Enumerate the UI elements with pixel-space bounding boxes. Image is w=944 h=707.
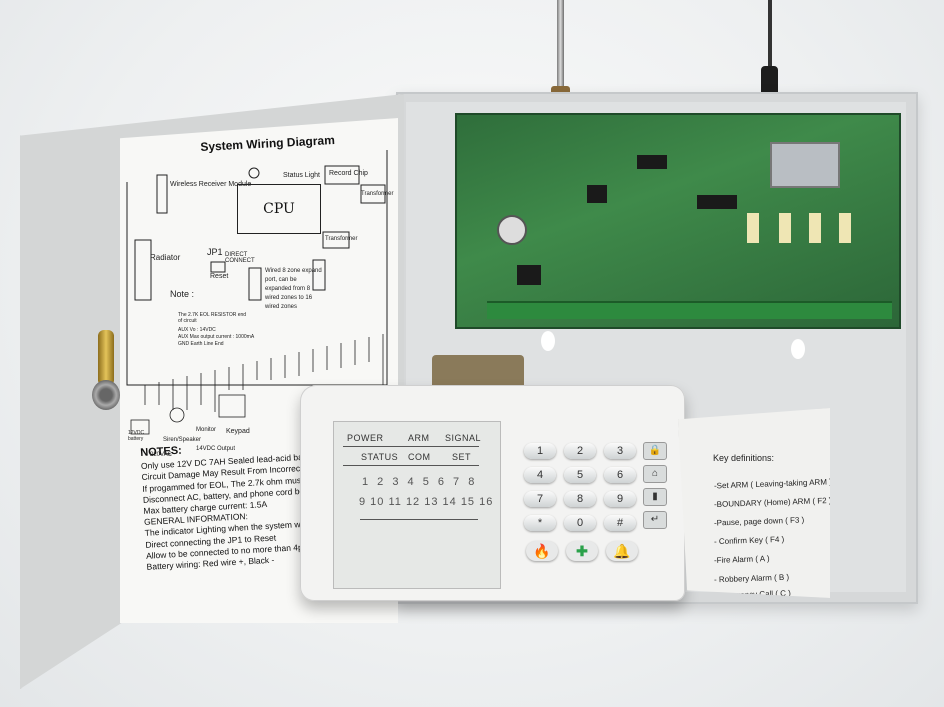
key-def-item: -BOUNDARY (Home) ARM ( F2 )	[713, 495, 832, 510]
relay	[839, 213, 851, 243]
divider	[343, 446, 479, 447]
cpu-box: CPU	[237, 184, 321, 234]
door-lock[interactable]	[90, 330, 120, 420]
cpu-chip	[587, 185, 607, 203]
status-indicator: STATUS	[361, 452, 399, 462]
key-0[interactable]: 0	[564, 515, 596, 531]
gsm-antenna	[768, 0, 772, 70]
transformer-label: Transformer	[361, 191, 394, 197]
lock-cylinder-icon	[98, 330, 114, 386]
mount-hole	[541, 331, 555, 351]
key-definitions-card	[678, 408, 830, 598]
key-5[interactable]: 5	[564, 467, 596, 483]
home-icon[interactable]: ⌂	[643, 465, 667, 483]
com-indicator: COM	[408, 452, 431, 462]
power-indicator: POWER	[347, 433, 384, 443]
bell-icon[interactable]: 🔔	[606, 541, 638, 561]
key-star[interactable]: *	[524, 515, 556, 531]
ac-label: 220VAC	[150, 452, 172, 458]
key-hash[interactable]: #	[604, 515, 636, 531]
zone-row-2: 9 10 11 12 13 14 15 16	[359, 496, 494, 508]
wireless-module-label: Wireless Receiver Module	[170, 181, 252, 188]
mount-hole	[791, 339, 805, 359]
ic-chip	[637, 155, 667, 169]
keypad-display	[333, 421, 501, 589]
jp1-label: JP1	[207, 247, 223, 257]
note-label: Note :	[170, 289, 195, 299]
set-indicator: SET	[452, 452, 472, 462]
key-definitions-list: -Set ARM ( Leaving-taking ARM ) ( F1 ) -…	[678, 408, 830, 598]
sim-slot	[770, 142, 840, 188]
lock-icon[interactable]: 🔒	[643, 442, 667, 460]
eol-note: The 2.7K EOL RESISTOR end of circuit	[178, 312, 247, 324]
key-ring-icon	[92, 380, 120, 410]
divider	[343, 465, 479, 466]
fire-icon[interactable]: 🔥	[526, 541, 558, 561]
relay	[809, 213, 821, 243]
whip-antenna	[557, 0, 564, 98]
keypad-label: Keypad	[226, 428, 250, 435]
aux-note: AUX Vo : 14VDC	[178, 327, 216, 333]
signal-indicator: SIGNAL	[445, 433, 482, 443]
radiator-label: Radiator	[150, 253, 181, 262]
key-8[interactable]: 8	[564, 491, 596, 507]
siren-label: Siren/Speaker	[163, 437, 202, 443]
divider	[360, 519, 478, 520]
ic-chip	[697, 195, 737, 209]
wiring-schematic	[126, 150, 388, 435]
zone-row-1: 1 2 3 4 5 6 7 8	[362, 476, 478, 488]
key-2[interactable]: 2	[564, 443, 596, 459]
terminal-strip	[487, 301, 892, 319]
key-def-item: - Confirm Key ( F4 )	[713, 534, 785, 547]
key-def-item: -Fire Alarm ( A )	[713, 554, 770, 565]
status-light-label: Status Light	[283, 172, 320, 179]
direct-connect-label: DIRECT CONNECT	[225, 252, 255, 264]
expand-note: Wired 8 zone expand port, can be expande…	[265, 268, 322, 310]
capacitor	[497, 215, 527, 245]
cross-icon[interactable]: ✚	[566, 541, 598, 561]
monitor-label: Monitor	[196, 427, 217, 433]
key-definitions-title: Key definitions:	[713, 453, 775, 463]
key-4[interactable]: 4	[524, 467, 556, 483]
key-def-item: -Pause, page down ( F3 )	[713, 515, 805, 528]
dc-output-label: 14VDC Output	[196, 446, 236, 452]
key-1[interactable]: 1	[524, 443, 556, 459]
record-chip-label: Record Chip	[329, 170, 368, 177]
ic-chip	[517, 265, 541, 285]
relay	[779, 213, 791, 243]
relay	[747, 213, 759, 243]
key-6[interactable]: 6	[604, 467, 636, 483]
gnd-note: GND Earth Line End	[178, 341, 224, 347]
key-7[interactable]: 7	[524, 491, 556, 507]
battery-label: 12VDC battery	[128, 430, 145, 442]
reset-label: Reset	[210, 273, 229, 280]
pause-icon[interactable]: ▮	[643, 488, 667, 506]
key-3[interactable]: 3	[604, 443, 636, 459]
key-def-item: - Robbery Alarm ( B )	[713, 572, 790, 585]
confirm-icon[interactable]: ↵	[643, 511, 667, 529]
aux-max-note: AUX Max output current : 1000mA	[178, 334, 255, 340]
transformer-label-2: Transformer	[325, 236, 358, 242]
arm-indicator: ARM	[408, 433, 430, 443]
key-9[interactable]: 9	[604, 491, 636, 507]
